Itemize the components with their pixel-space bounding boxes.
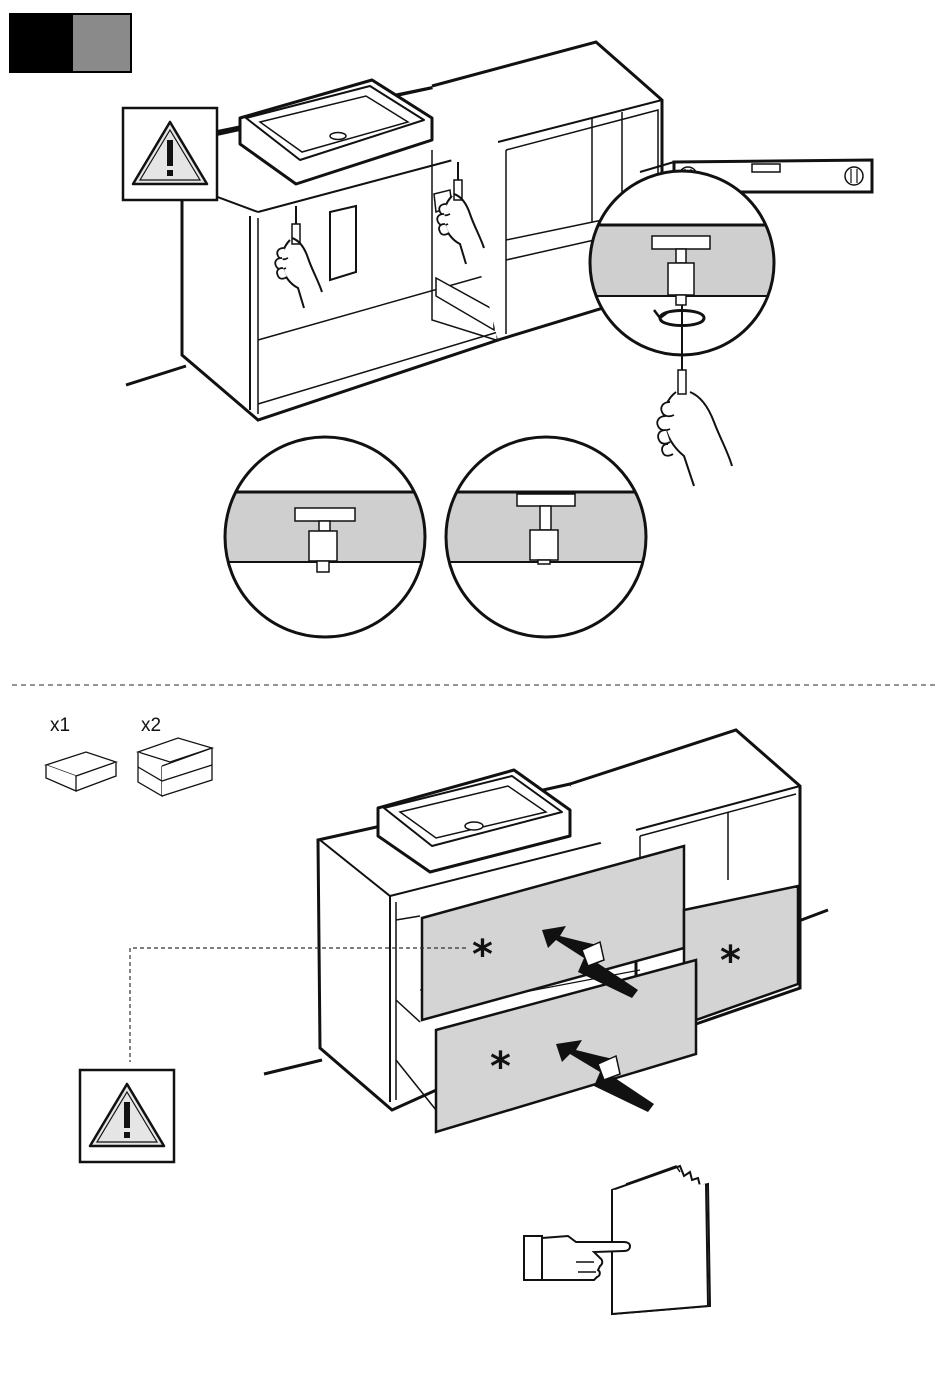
warning-box-bottom <box>80 1070 174 1162</box>
detail-circle-position-b <box>440 437 652 637</box>
drawer-marker-right: * <box>720 938 741 984</box>
double-drawer-box-icon <box>138 738 212 796</box>
drawer-marker-upper: * <box>472 932 493 978</box>
detail-circle-position-a <box>220 437 430 637</box>
drawer-front-right <box>684 886 798 1020</box>
warning-box-top <box>123 108 217 200</box>
cabinet-top-view <box>182 42 662 420</box>
single-drawer-box-icon <box>46 752 116 791</box>
hand-screwdriver-adjust <box>657 340 732 486</box>
drawer-marker-lower: * <box>490 1044 511 1090</box>
hand-pointing-at-booklet-icon <box>524 1166 710 1314</box>
